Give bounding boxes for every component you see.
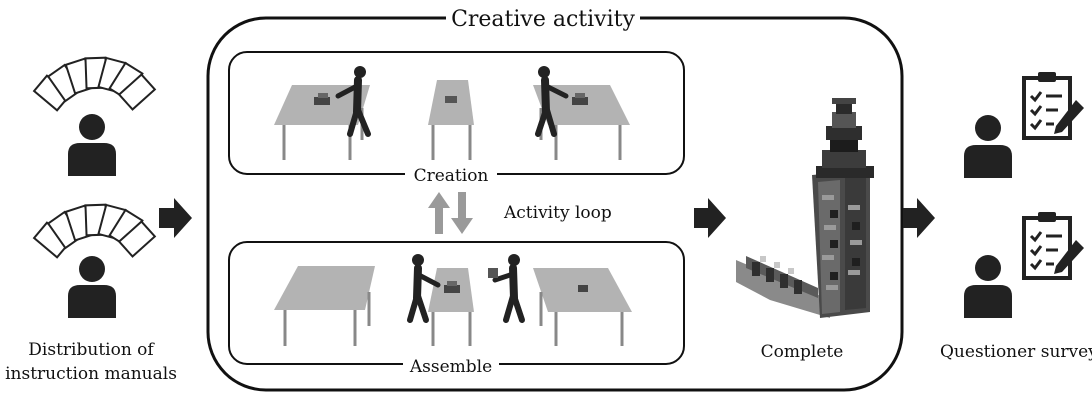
person-figure-icon [407,254,441,323]
arrow-right-icon [159,198,192,238]
creative-activity-title: Creative activity [451,7,635,32]
complete-label: Complete [761,342,844,362]
person-icon [68,114,116,176]
person-icon [964,115,1012,178]
survey-person-top [964,72,1084,178]
instruction-manuals-fan-icon [32,203,157,259]
left-caption-line2: instruction manuals [5,364,177,384]
person-icon [68,256,116,318]
creation-label: Creation [414,166,489,186]
table-icon [274,266,375,346]
clipboard-checklist-icon [1022,72,1084,140]
arrow-right-icon [694,198,726,238]
left-caption-line1: Distribution of [28,340,155,360]
table-icon [428,268,474,346]
assemble-label: Assemble [409,357,492,377]
person-figure-icon [488,254,525,323]
survey-person-bottom [964,212,1084,318]
lego-tower-image [736,98,874,318]
arrow-right-icon [903,198,935,238]
activity-loop-label: Activity loop [503,203,612,223]
person-icon [964,255,1012,318]
manuals-person-top [32,56,157,176]
person-figure-icon [535,66,569,137]
clipboard-checklist-icon [1022,212,1084,280]
survey-label: Questioner survey [940,342,1092,362]
activity-loop-arrows-icon [428,192,473,234]
person-figure-icon [335,66,371,137]
manuals-person-bottom [32,203,157,318]
instruction-manuals-fan-icon [32,56,157,112]
table-icon [428,80,474,160]
table-icon [533,268,632,346]
